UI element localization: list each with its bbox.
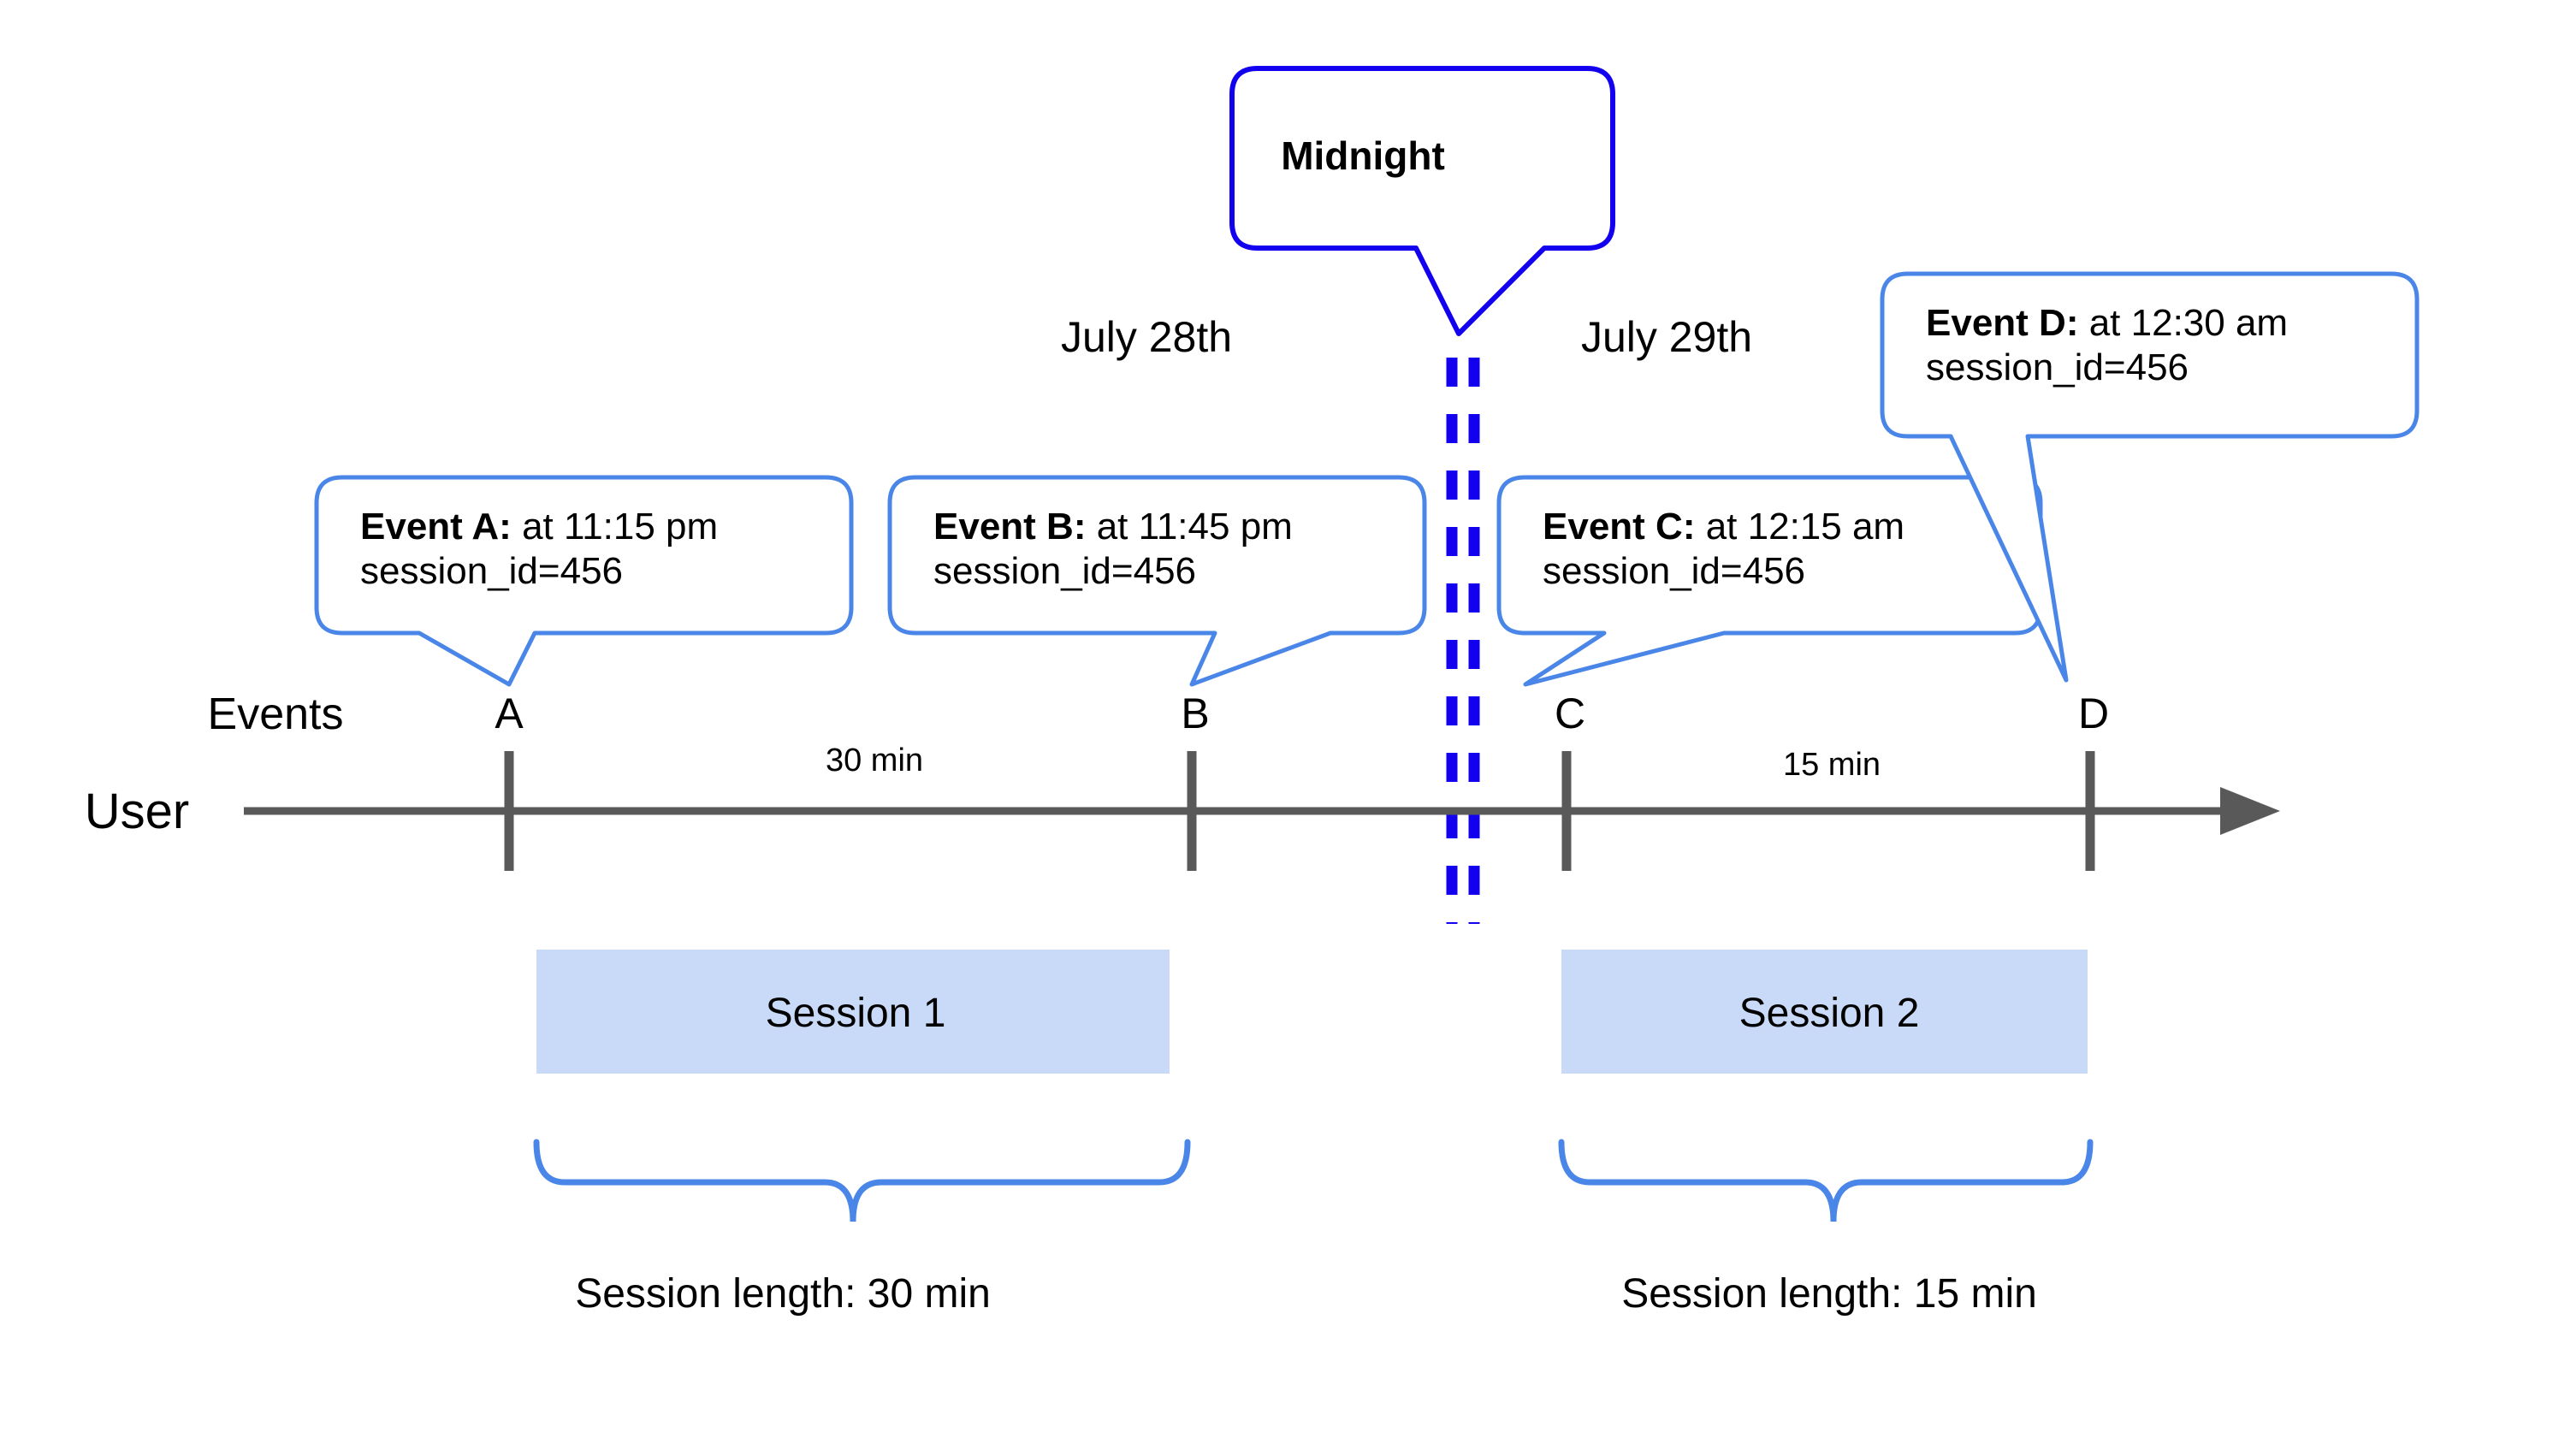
event-d-detail: at 12:30 am bbox=[2078, 302, 2289, 344]
event-b-callout-shape bbox=[887, 475, 1427, 687]
event-a-callout-text: Event A: at 11:15 pm session_id=456 bbox=[360, 505, 718, 594]
session-1-length-label: Session length: 30 min bbox=[575, 1271, 991, 1317]
session-2-bar bbox=[1561, 950, 2088, 1074]
tick-label-a: A bbox=[495, 690, 524, 737]
date-label-july-28: July 28th bbox=[1060, 313, 1233, 361]
user-row-label: User bbox=[84, 784, 190, 839]
event-a-name: Event A: bbox=[360, 506, 512, 547]
event-c-callout-shape bbox=[1496, 475, 2043, 687]
timeline-arrowhead bbox=[2220, 787, 2280, 835]
session-1-brace bbox=[533, 1139, 1191, 1222]
event-c-detail: at 12:15 am bbox=[1695, 506, 1905, 547]
event-c-name: Event C: bbox=[1543, 506, 1696, 547]
event-b-session-id: session_id=456 bbox=[933, 549, 1197, 592]
midnight-label: Midnight bbox=[1281, 133, 1445, 178]
session-1-label: Session 1 bbox=[765, 991, 946, 1036]
event-a-detail: at 11:15 pm bbox=[511, 506, 719, 547]
tick-label-c: C bbox=[1554, 690, 1586, 737]
event-a-callout-shape bbox=[314, 475, 854, 687]
event-d-callout-shape bbox=[1880, 271, 2420, 683]
midnight-callout-shape bbox=[1229, 66, 1615, 336]
gap-label-15min: 15 min bbox=[1782, 747, 1881, 783]
session-2-label: Session 2 bbox=[1739, 991, 1920, 1036]
event-c-callout-text: Event C: at 12:15 am session_id=456 bbox=[1543, 505, 1904, 594]
gap-label-30min: 30 min bbox=[825, 743, 924, 778]
date-label-july-29: July 29th bbox=[1580, 313, 1753, 361]
event-d-session-id: session_id=456 bbox=[1926, 346, 2189, 388]
event-b-callout-text: Event B: at 11:45 pm session_id=456 bbox=[933, 505, 1293, 594]
event-c-session-id: session_id=456 bbox=[1543, 549, 1806, 592]
session-2-length-label: Session length: 15 min bbox=[1621, 1271, 2037, 1317]
session-2-brace bbox=[1558, 1139, 2094, 1222]
event-a-session-id: session_id=456 bbox=[360, 549, 624, 592]
event-d-callout-text: Event D: at 12:30 am session_id=456 bbox=[1926, 301, 2288, 390]
session-1-bar bbox=[536, 950, 1170, 1074]
tick-label-b: B bbox=[1181, 690, 1210, 737]
event-b-name: Event B: bbox=[933, 506, 1087, 547]
event-d-name: Event D: bbox=[1926, 302, 2079, 344]
tick-label-d: D bbox=[2077, 690, 2110, 737]
event-b-detail: at 11:45 pm bbox=[1086, 506, 1293, 547]
events-row-label: Events bbox=[207, 690, 344, 739]
